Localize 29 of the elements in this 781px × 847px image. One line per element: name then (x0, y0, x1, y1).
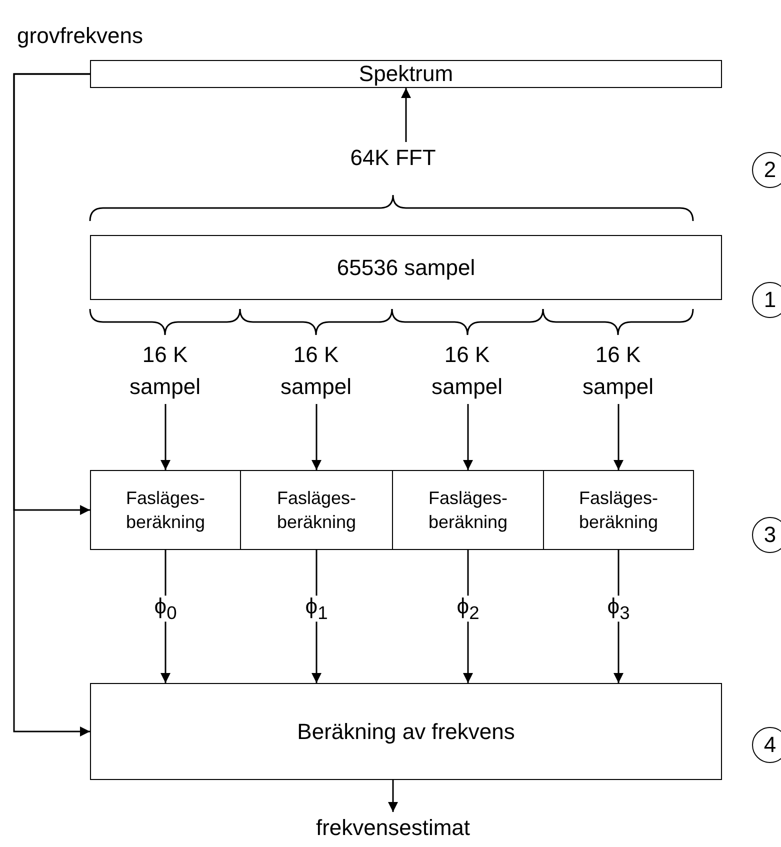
spectrum-box: Spektrum (90, 60, 722, 88)
block-label: 16 K sampel (115, 338, 215, 404)
arrow (13, 73, 90, 736)
callout-number: 1 (752, 282, 781, 318)
arrow (312, 404, 322, 470)
process-box: Fasläges- beräkning (392, 470, 544, 550)
process-box: Fasläges- beräkning (240, 470, 393, 550)
callout-number: 3 (752, 517, 781, 553)
edge-label: ϕ$_{2}$ (456, 595, 480, 622)
process-box: Fasläges- beräkning (543, 470, 694, 550)
edge-label: grovfrekvens (17, 25, 143, 47)
process-label: 64K FFT (333, 142, 453, 174)
callout-number: 4 (752, 727, 781, 763)
edge-label: ϕ$_{0}$ (154, 595, 177, 622)
arrow (614, 404, 624, 470)
block-label: 16 K sampel (417, 338, 517, 404)
block-label: 16 K sampel (568, 338, 668, 404)
sample-buffer-box: 65536 sampel (90, 235, 722, 300)
process-box: Fasläges- beräkning (90, 470, 241, 550)
arrow (388, 780, 398, 812)
edge-label: ϕ$_{1}$ (305, 595, 328, 622)
process-box: Beräkning av frekvens (90, 683, 722, 780)
block-label: 16 K sampel (266, 338, 366, 404)
arrow (401, 88, 411, 142)
arrow (160, 404, 170, 470)
arrow (463, 404, 473, 470)
output-label: frekvensestimat (283, 812, 503, 844)
edge-label: ϕ$_{3}$ (607, 595, 630, 622)
callout-number: 2 (752, 152, 781, 188)
